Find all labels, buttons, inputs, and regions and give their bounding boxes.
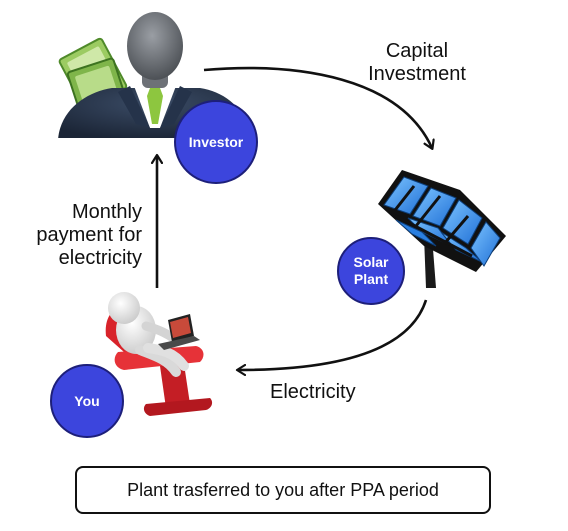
ppa-note-box: Plant trasferred to you after PPA period: [75, 466, 491, 514]
investor-node: Investor: [174, 100, 258, 184]
capital-investment-arrow: [203, 66, 432, 148]
solar-plant-label: Solar Plant: [353, 254, 389, 287]
solar-plant-node: Solar Plant: [337, 237, 405, 305]
person-at-laptop-icon: [105, 292, 213, 416]
ppa-note-text: Plant trasferred to you after PPA period: [127, 479, 439, 500]
capital-investment-label: Capital Investment: [368, 40, 466, 85]
solar-panel-icon: [378, 170, 506, 288]
investor-label: Investor: [188, 133, 244, 150]
electricity-arrow: [238, 299, 428, 370]
monthly-payment-label: Monthly payment for electricity: [36, 201, 142, 269]
you-node: You: [50, 364, 124, 438]
you-label: You: [74, 392, 100, 409]
electricity-label: Electricity: [270, 381, 356, 403]
